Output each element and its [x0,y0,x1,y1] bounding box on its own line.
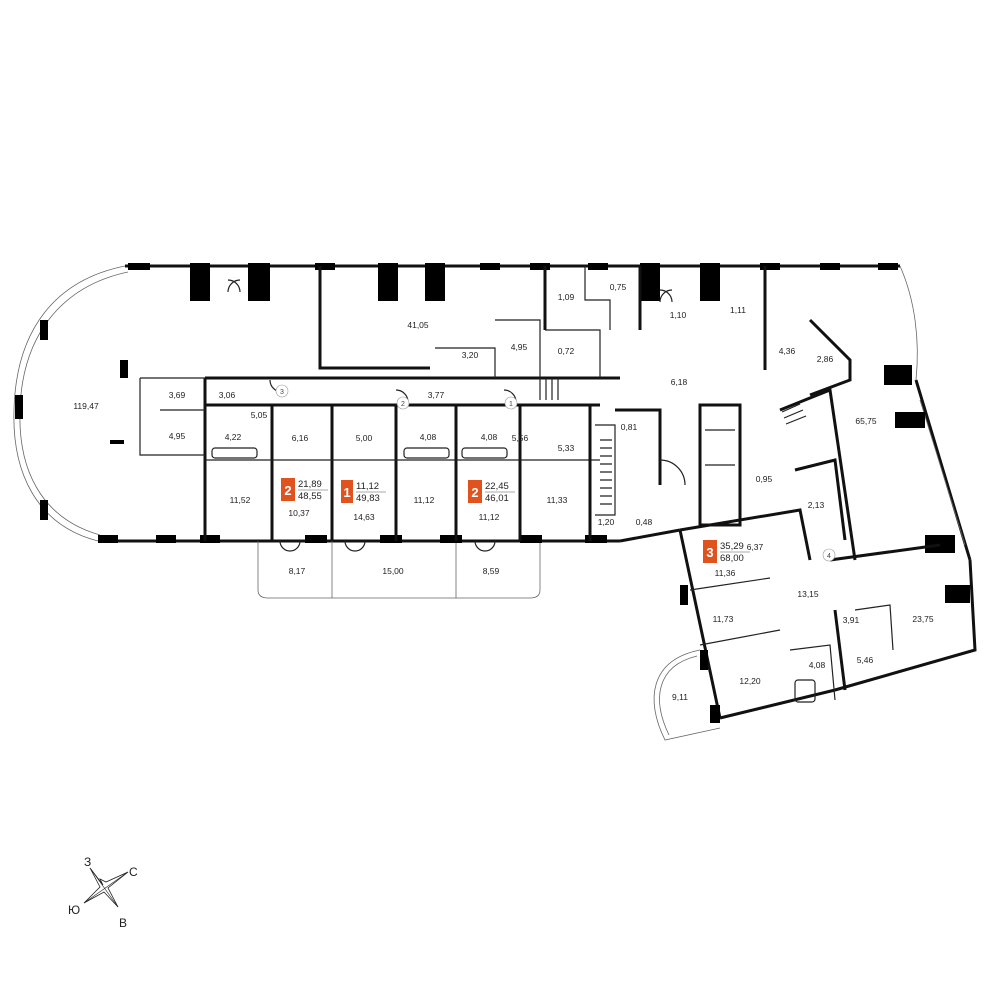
apartment-total-area: 46,01 [485,493,509,504]
interior-walls [139,266,941,701]
room-area: 5,00 [356,433,373,443]
apartment-badge[interactable]: 2 21,89 48,55 [281,478,328,502]
entrance-number: 1 [509,401,513,408]
room-area: 0,81 [621,422,638,432]
room-area: 6,18 [671,377,688,387]
room-area: 4,22 [225,432,242,442]
room-area: 2,13 [808,500,825,510]
room-area: 5,33 [558,443,575,453]
compass-star-icon [83,867,129,908]
room-area: 6,37 [747,542,764,552]
room-area: 9,11 [672,692,688,702]
compass-west-label: З [84,855,91,869]
room-area: 11,36 [715,568,736,578]
apartment-badge[interactable]: 1 11,12 49,83 [341,480,386,504]
room-area: 2,86 [817,354,834,364]
room-area: 5,05 [251,410,268,420]
stairs [539,378,807,505]
room-area: 23,75 [912,614,934,624]
room-area: 0,48 [636,517,653,527]
room-area: 4,08 [420,432,437,442]
room-area: 11,33 [547,495,568,505]
room-area: 3,06 [219,390,236,400]
apartment-living-area: 22,45 [485,481,509,492]
apartment-living-area: 35,29 [720,541,744,552]
apartment-total-area: 49,83 [356,493,380,504]
room-area: 11,73 [713,614,734,624]
apartment-living-area: 21,89 [298,479,322,490]
room-area: 3,77 [428,390,445,400]
apartment-rooms: 2 [284,483,291,498]
room-area: 1,20 [598,517,615,527]
room-area: 119,47 [73,401,99,411]
room-area: 10,37 [288,508,310,518]
room-area: 13,15 [797,589,819,599]
compass: З С Ю В [68,855,138,930]
entrance-number: 3 [280,389,284,396]
room-areas: 119,47 41,05 65,75 3,69 4,95 3,06 5,05 4… [73,282,934,702]
apartment-total-area: 68,00 [720,553,744,564]
room-area: 4,08 [481,432,498,442]
room-area: 15,00 [382,566,404,576]
room-area: 11,12 [479,512,500,522]
entrance-number: 2 [401,401,405,408]
room-area: 8,17 [289,566,306,576]
apartment-rooms: 3 [706,545,713,560]
room-area: 1,11 [730,305,746,315]
room-area: 0,75 [610,282,627,292]
room-area: 65,75 [855,416,877,426]
compass-east-label: В [119,916,127,930]
room-area: 5,56 [512,433,529,443]
room-area: 3,91 [843,615,860,625]
apartment-badge-box [341,480,353,503]
room-area: 8,59 [483,566,500,576]
room-area: 14,63 [353,512,375,522]
apartment-rooms: 1 [343,485,350,500]
apartment-living-area: 11,12 [356,481,379,492]
apartment-badge-box [281,478,295,501]
room-area: 11,52 [230,495,251,505]
apartment-badge-box [468,480,482,503]
room-area: 4,36 [779,346,796,356]
room-area: 5,46 [857,655,874,665]
room-area: 11,12 [414,495,435,505]
room-area: 12,20 [739,676,761,686]
apartment-badge[interactable]: 2 22,45 46,01 [468,480,515,504]
room-area: 6,16 [292,433,309,443]
apartment-badge-box [703,540,717,563]
entrance-numbers: 3 2 1 4 [275,384,836,562]
room-area: 41,05 [407,320,429,330]
room-area: 4,08 [809,660,826,670]
structural-columns [15,263,970,723]
compass-north-label: С [129,865,138,879]
apartment-rooms: 2 [471,485,478,500]
room-area: 0,95 [756,474,773,484]
compass-south-label: Ю [68,903,80,917]
apartment-total-area: 48,55 [298,491,322,502]
room-area: 3,20 [462,350,479,360]
entrance-number: 4 [827,553,831,560]
room-area: 4,95 [511,342,528,352]
room-area: 1,10 [670,310,687,320]
room-area: 3,69 [169,390,186,400]
room-area: 0,72 [558,346,575,356]
room-area: 4,95 [169,431,186,441]
apartment-badge[interactable]: 3 35,29 68,00 [703,540,750,564]
bathtubs [211,447,816,703]
room-area: 1,09 [558,292,575,302]
